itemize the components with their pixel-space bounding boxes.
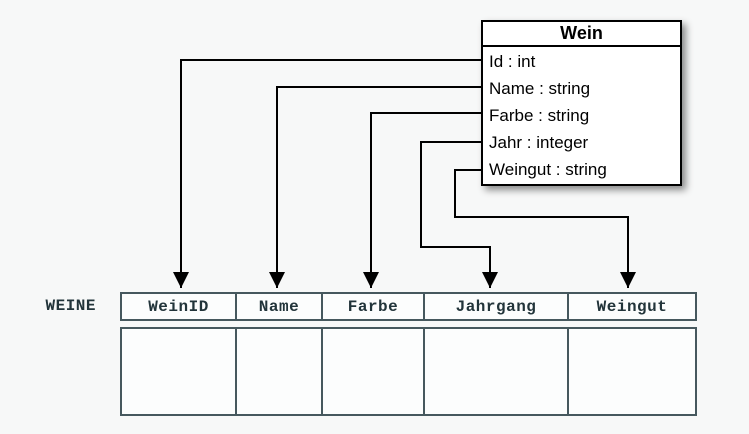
table-cell-weinid	[122, 329, 237, 414]
table-header-row: WeinID Name Farbe Jahrgang Weingut	[120, 292, 697, 321]
class-attribute-weingut: Weingut : string	[489, 160, 607, 179]
column-header-name: Name	[237, 294, 323, 319]
class-attribute-list: Id : int Name : string Farbe : string Ja…	[483, 47, 680, 183]
class-title: Wein	[483, 22, 680, 47]
column-header-weingut: Weingut	[596, 297, 668, 316]
table-cell-jahrgang	[425, 329, 569, 414]
class-attribute-jahr: Jahr : integer	[489, 133, 589, 152]
table-cell-weingut	[569, 329, 695, 414]
class-attribute-name: Name : string	[489, 79, 591, 98]
connector-id-to-weinid	[173, 59, 481, 288]
connector-farbe-to-farbe	[363, 112, 481, 288]
column-header-jahrgang: Jahrgang	[425, 294, 569, 319]
uml-class-box-wein: Wein Id : int Name : string Farbe : stri…	[481, 20, 682, 186]
column-header-weinid: WeinID	[122, 294, 237, 319]
table-body-row	[120, 327, 697, 416]
connector-weingut-to-weingut	[454, 169, 636, 288]
class-attribute-id: Id : int	[489, 52, 536, 71]
column-header-farbe: Farbe	[323, 294, 425, 319]
connector-jahr-to-jahrgang	[420, 141, 498, 288]
connector-name-to-name	[269, 86, 481, 288]
table-cell-name	[237, 329, 323, 414]
table-name-label: WEINE	[45, 297, 96, 315]
table-cell-farbe	[323, 329, 425, 414]
class-attribute-farbe: Farbe : string	[489, 106, 590, 125]
